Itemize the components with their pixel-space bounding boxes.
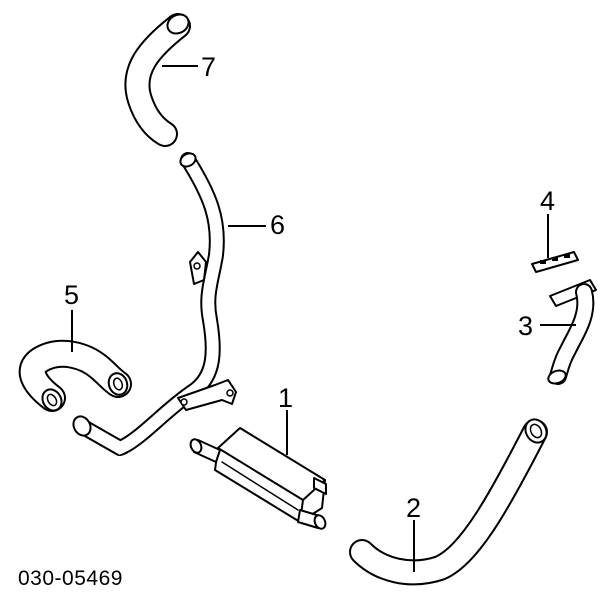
callout-7: 7	[201, 52, 216, 82]
callout-5: 5	[64, 280, 79, 310]
callout-2: 2	[406, 493, 421, 523]
callout-1: 1	[278, 383, 293, 413]
callout-4: 4	[540, 186, 555, 216]
part-4-clip[interactable]	[531, 251, 579, 273]
part-6-pipe[interactable]	[70, 151, 237, 456]
leader-lines	[71, 65, 576, 572]
part-2-hose[interactable]	[349, 416, 551, 586]
part-5-hose[interactable]	[18, 339, 132, 414]
callout-6: 6	[270, 210, 285, 240]
part-3-hose-bracket[interactable]	[546, 279, 597, 386]
callout-3: 3	[518, 311, 533, 341]
reference-code: 030-05469	[18, 567, 123, 590]
part-1-filter[interactable]	[189, 427, 328, 530]
part-7-hose[interactable]	[124, 11, 192, 147]
